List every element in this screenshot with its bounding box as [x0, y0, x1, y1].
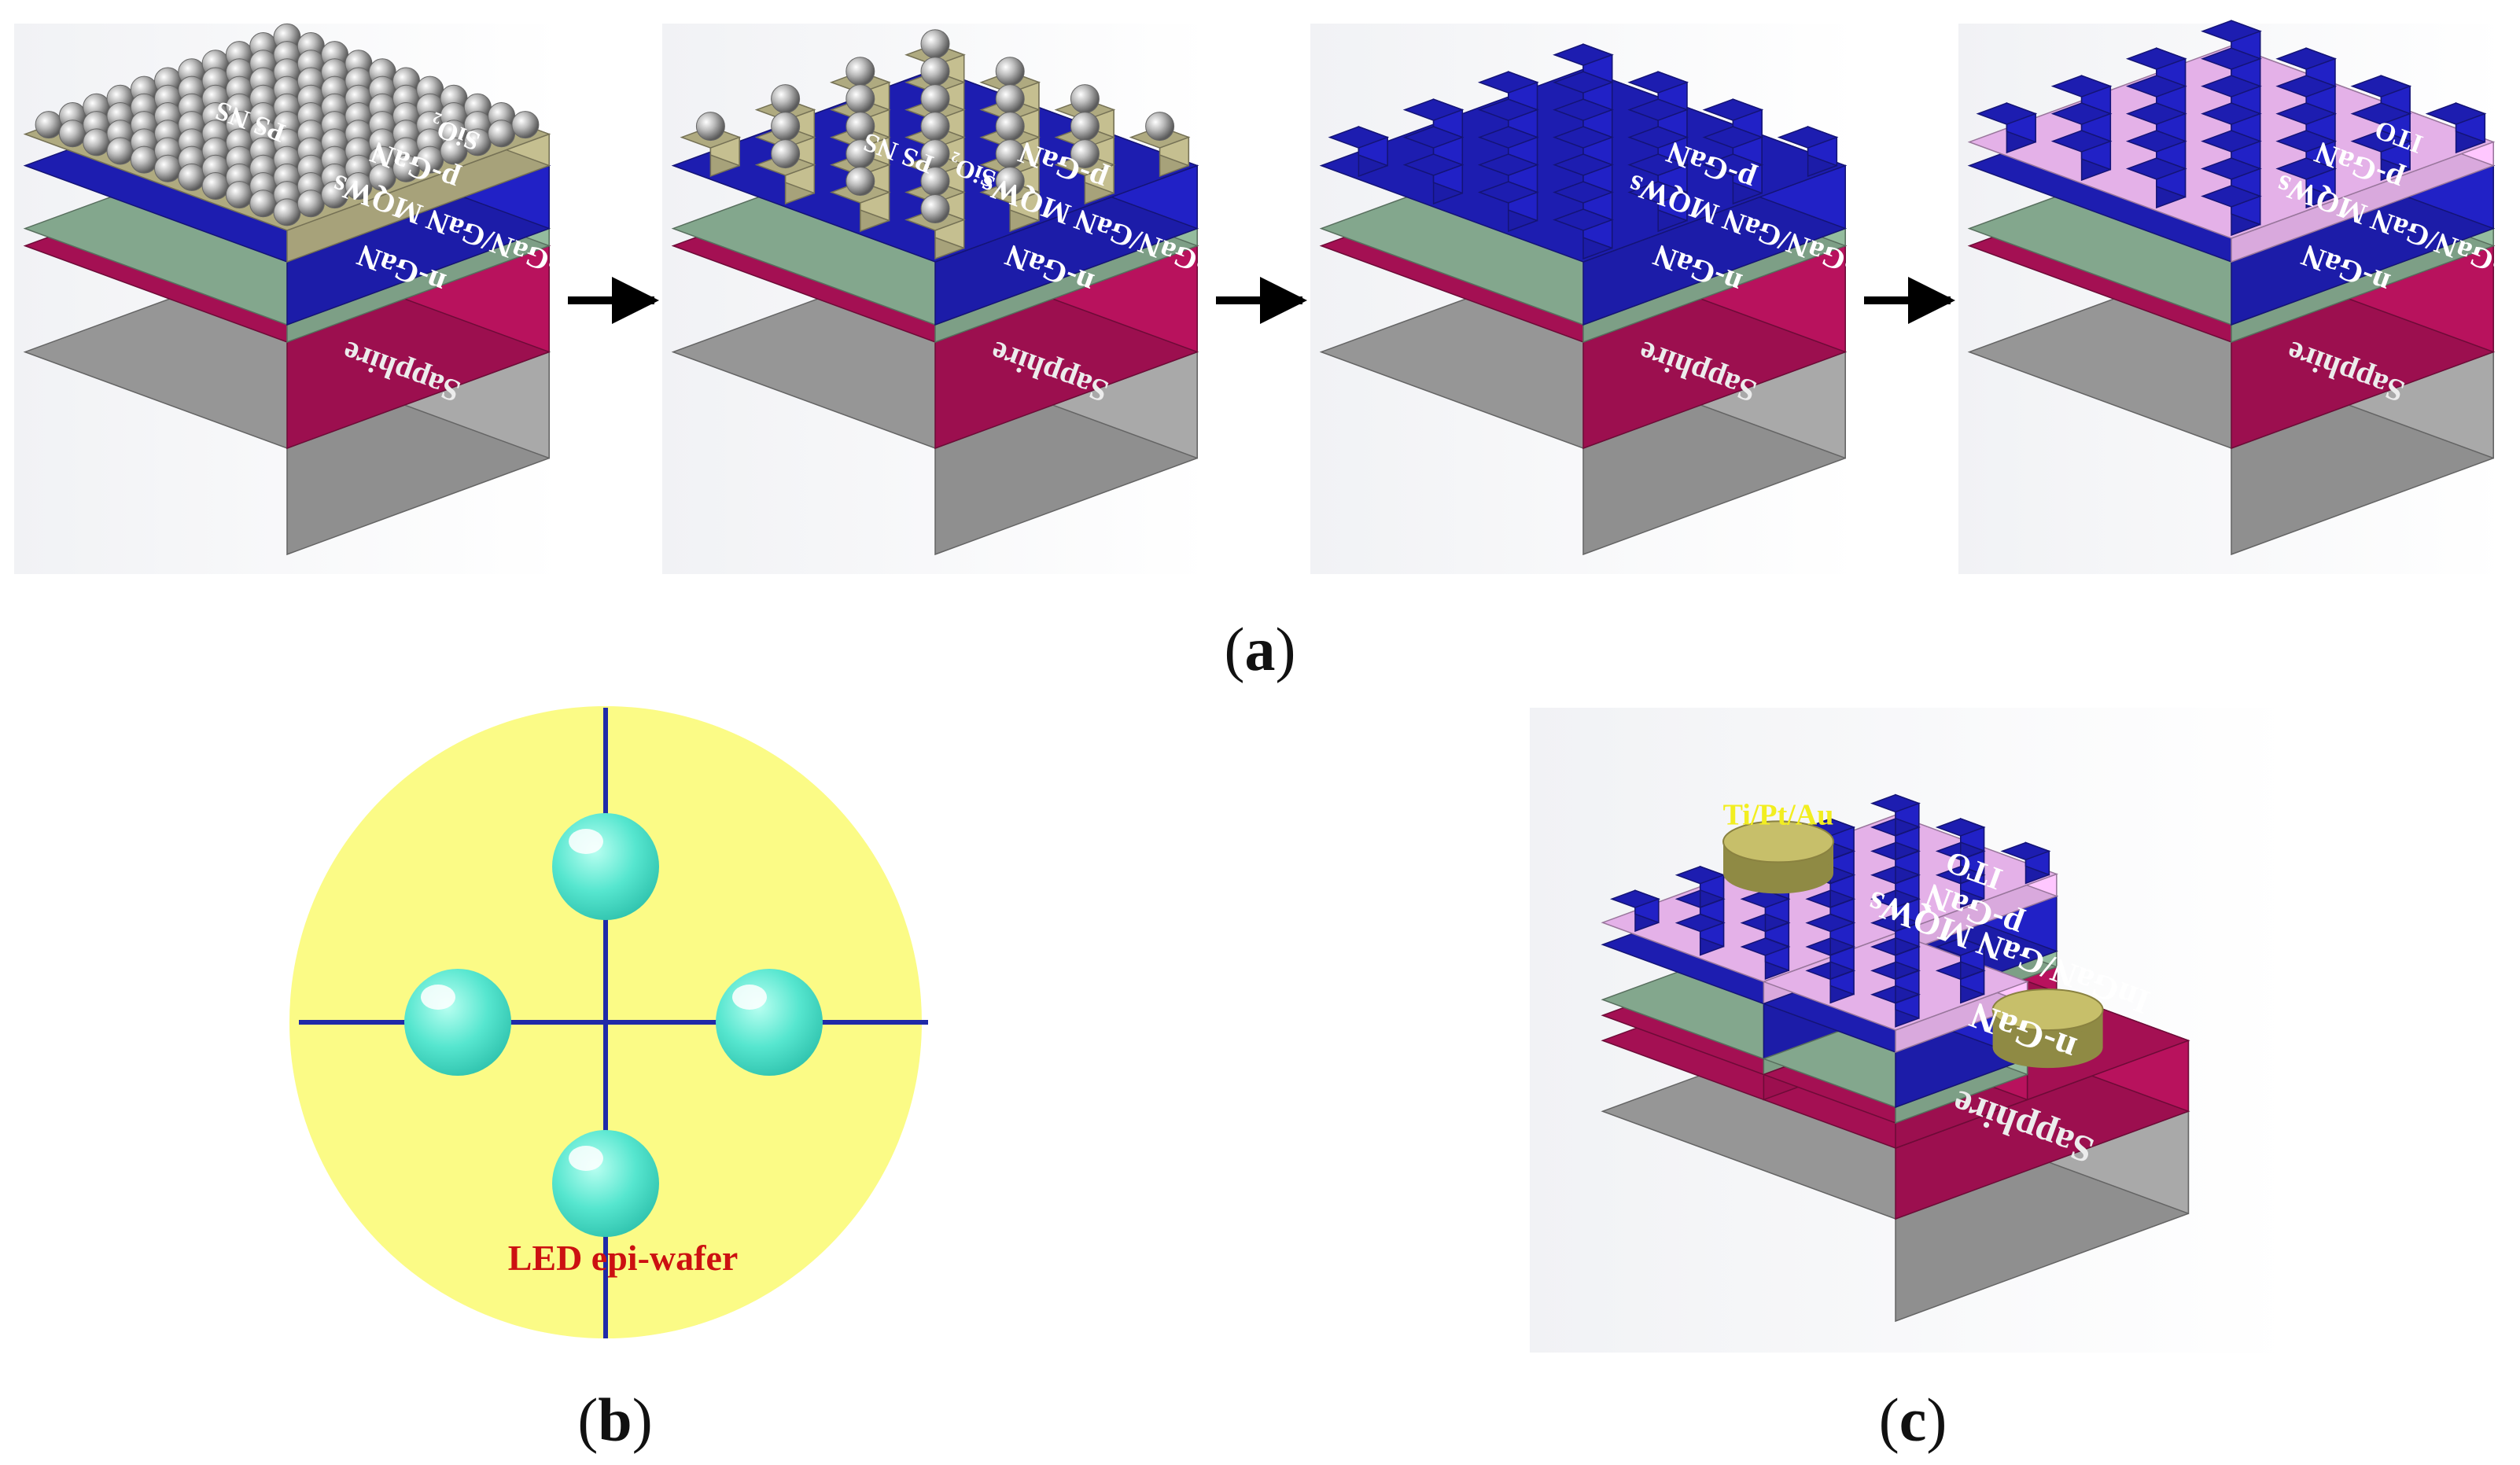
p-contact-pad [1722, 820, 1834, 894]
n-contact-pad [1991, 988, 2104, 1069]
ps-nanosphere [920, 57, 950, 87]
ps-nanosphere [920, 112, 950, 142]
nanopillar [1674, 913, 1726, 956]
nanopillar [1702, 153, 1764, 205]
ps-nanosphere [846, 84, 875, 114]
nanopillar [2350, 130, 2412, 182]
ps-nanosphere [130, 145, 158, 174]
droplet-right [716, 969, 823, 1076]
ps-nanosphere [178, 163, 206, 191]
ps-nanosphere [995, 112, 1025, 142]
nanopillar [1674, 865, 1726, 908]
ps-nanosphere [920, 29, 950, 59]
caption-b: (b) [577, 1386, 652, 1454]
droplet-bottom [552, 1130, 659, 1237]
droplet-top [552, 813, 659, 920]
ps-nanosphere [995, 57, 1025, 87]
ps-nanosphere [1070, 84, 1100, 114]
ps-nanosphere [771, 84, 801, 114]
ps-nanosphere [488, 120, 516, 148]
wafer-label: LED epi-wafer [508, 1238, 739, 1278]
caption-a: (a) [1225, 615, 1296, 683]
nanopillar [1627, 181, 1689, 233]
contact-label: Ti/Pt/Au [1723, 798, 1834, 831]
ps-nanosphere [920, 84, 950, 114]
ps-nanosphere [1070, 112, 1100, 142]
nanopillar [1976, 102, 2038, 154]
nanopillar [1402, 153, 1464, 205]
ps-nanosphere [154, 154, 182, 182]
ps-nanosphere [846, 57, 875, 87]
ps-nanosphere [995, 167, 1025, 196]
droplet-left [404, 969, 511, 1076]
nanopillar [1328, 126, 1390, 178]
ps-nanosphere [249, 190, 278, 218]
ps-nanosphere [771, 139, 801, 169]
nanopillar [1553, 208, 1614, 260]
caption-c: (c) [1879, 1386, 1947, 1454]
nanopillar [2201, 185, 2262, 237]
nanopillar [1805, 913, 1856, 956]
nanopillar [2425, 102, 2487, 154]
ps-nanosphere [846, 167, 875, 196]
nanopillar [1777, 126, 1839, 178]
ps-nanosphere [920, 194, 950, 223]
ps-nanosphere [695, 112, 725, 142]
ps-nanosphere [1070, 139, 1100, 169]
ps-nanosphere [1145, 112, 1175, 142]
ps-nanosphere [297, 190, 325, 218]
ps-nanosphere [511, 111, 540, 139]
nanopillar [2000, 841, 2051, 885]
ps-nanosphere [201, 172, 230, 200]
nanopillar [1610, 889, 1660, 933]
nanopillar [1702, 126, 1764, 178]
nanopillar [1935, 818, 1986, 860]
nanopillar [1870, 793, 1921, 837]
ps-nanosphere [771, 112, 801, 142]
nanopillar [1740, 889, 1791, 933]
nanopillar [2275, 75, 2338, 127]
nanopillar [1740, 937, 1791, 980]
ps-nanosphere [58, 120, 87, 148]
nanopillar [2050, 130, 2113, 182]
nanopillar [1935, 937, 1986, 980]
ps-nanosphere [273, 198, 301, 226]
ps-nanosphere [995, 84, 1025, 114]
nanopillar [1402, 126, 1464, 178]
nanopillar [2275, 157, 2338, 209]
nanopillar [2125, 157, 2187, 209]
ps-nanosphere [83, 128, 111, 156]
nanopillar [1129, 126, 1191, 178]
panel-b: LED epi-wafer [289, 706, 928, 1338]
ps-nanosphere [225, 181, 253, 209]
nanopillar [1477, 181, 1539, 233]
ps-nanosphere [106, 137, 134, 165]
ps-nanosphere [35, 111, 63, 139]
